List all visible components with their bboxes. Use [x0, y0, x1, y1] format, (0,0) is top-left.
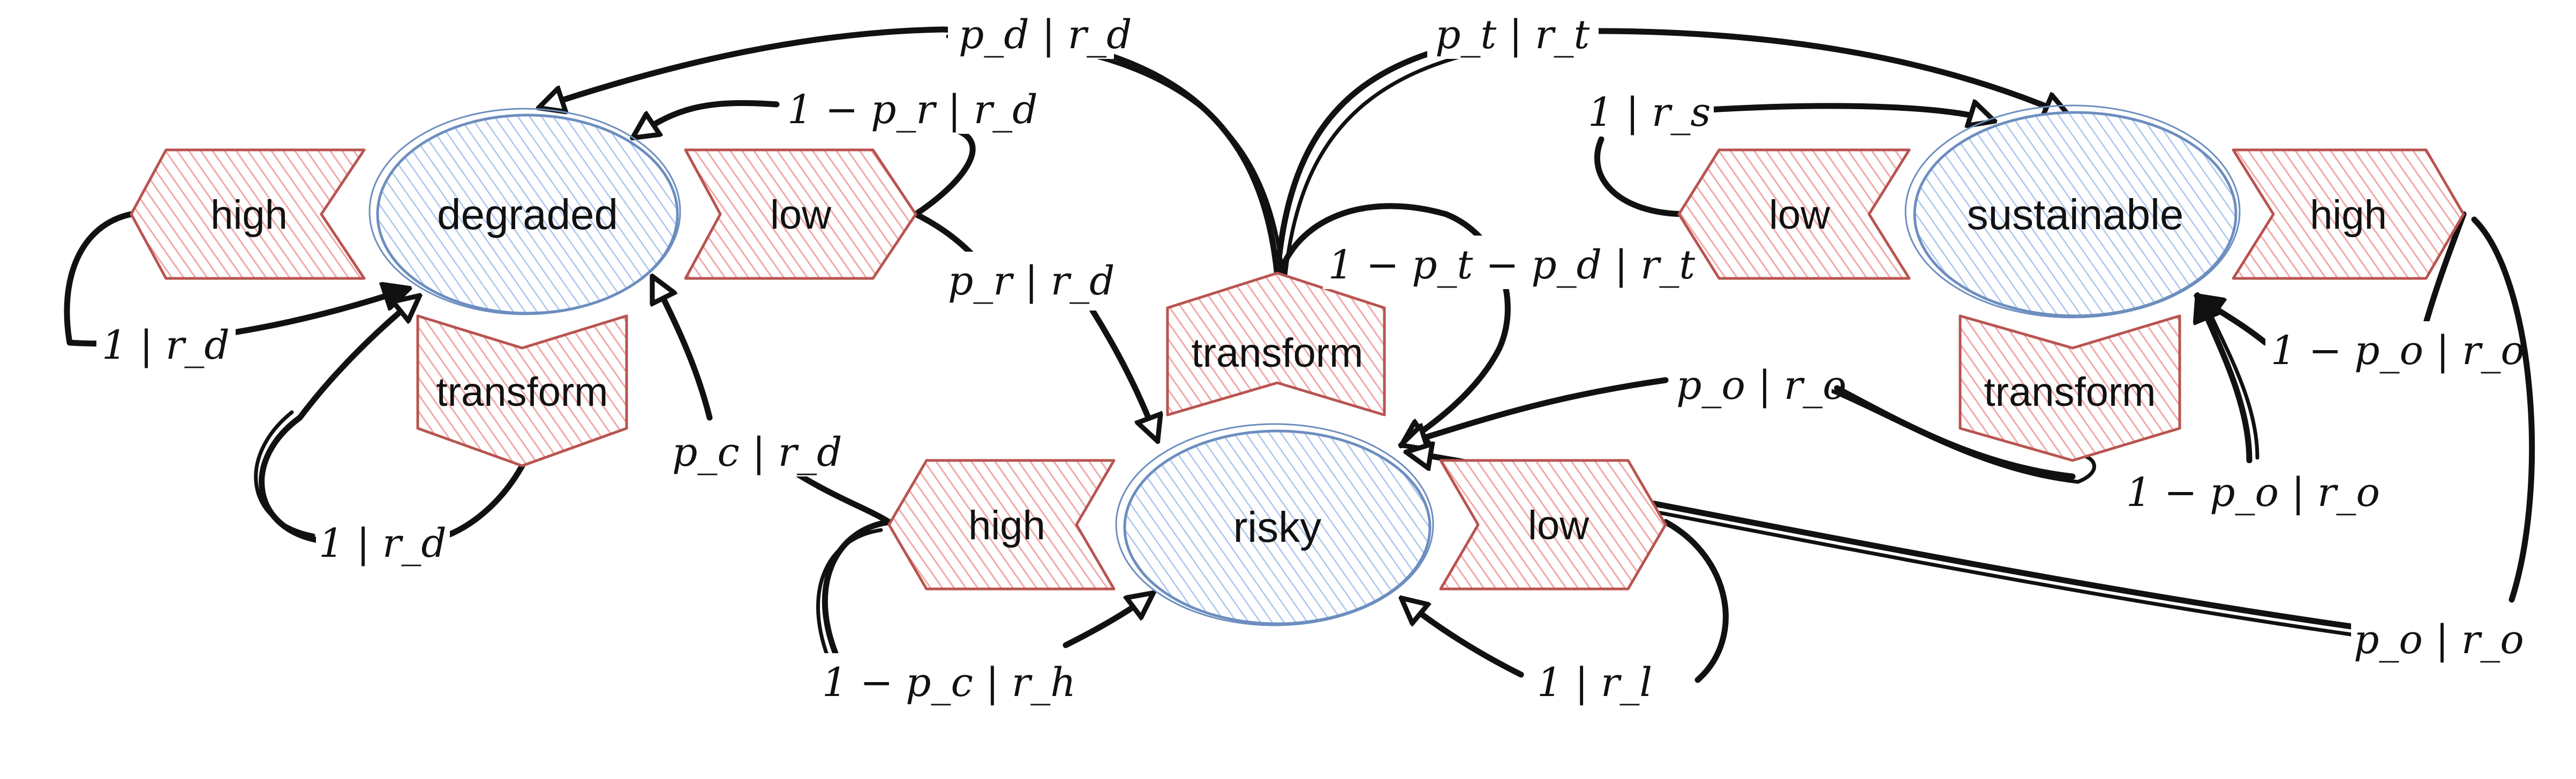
edge-one-minus-pc-arrow — [1063, 594, 1151, 648]
label-one-minus-pr-rd: 1 − p_r | r_d — [787, 87, 1038, 133]
label-one-rd-left: 1 | r_d — [102, 322, 230, 368]
edge-one-minus-po-bottom-b — [2204, 303, 2259, 460]
label-po-ro-top: p_o | r_o — [1676, 362, 1847, 409]
label-pr-rd: p_r | r_d — [948, 258, 1114, 304]
label-one-rd-transform: 1 | r_d — [319, 520, 447, 566]
action-risky-high-label: high — [968, 503, 1045, 548]
action-risky-high[interactable]: high — [887, 459, 1116, 591]
label-one-rl: 1 | r_l — [1537, 660, 1652, 706]
edge-pc-rd-tail — [789, 468, 892, 525]
edge-one-rs-loop — [1594, 136, 1690, 217]
action-degraded-high-label: high — [210, 192, 288, 238]
label-one-minus-po-right: 1 − p_o | r_o — [2271, 328, 2525, 374]
label-one-minus-pc-rh: 1 − p_c | r_h — [822, 660, 1076, 706]
edge-po-ro-top — [1403, 377, 1669, 444]
state-sustainable-label: sustainable — [1967, 191, 2184, 238]
label-one-minus-pt-pd-rt: 1 − p_t − p_d | r_t — [1328, 242, 1695, 288]
label-po-ro-bottom: p_o | r_o — [2354, 617, 2524, 663]
edge-one-rl-arrow — [1403, 600, 1524, 678]
edges — [64, 26, 2535, 683]
edge-po-ro-bottom-long-b — [1594, 498, 2353, 637]
action-sustainable-high[interactable]: high — [2232, 148, 2465, 280]
action-sustainable-low[interactable]: low — [1677, 148, 1911, 280]
edge-one-minus-pc-b — [816, 528, 883, 658]
label-pd-rd: p_d | r_d — [959, 12, 1132, 58]
action-sustainable-transform-label: transform — [1984, 369, 2156, 415]
edge-transform-top-curve — [1277, 203, 1449, 276]
edge-one-minus-pc — [822, 519, 892, 656]
edge-pc-rd — [653, 278, 713, 421]
edge-one-minus-pr-rd — [635, 100, 780, 137]
state-degraded-label: degraded — [437, 191, 618, 238]
action-center-transform-label: transform — [1192, 330, 1364, 376]
label-pc-rd: p_c | r_d — [672, 429, 842, 475]
label-one-minus-po-bottom: 1 − p_o | r_o — [2126, 470, 2380, 516]
edge-po-ro-bottom — [2471, 216, 2535, 603]
action-degraded-transform[interactable]: transform — [416, 314, 628, 467]
action-center-transform[interactable]: transform — [1166, 271, 1386, 417]
action-degraded-low[interactable]: low — [684, 148, 917, 280]
action-risky-low-label: low — [1528, 503, 1590, 548]
edge-one-minus-po-bottom — [2198, 297, 2253, 464]
action-degraded-low-label: low — [770, 192, 832, 238]
action-sustainable-transform[interactable]: transform — [1959, 314, 2181, 462]
action-sustainable-high-label: high — [2310, 192, 2387, 238]
edge-one-rl — [1662, 519, 1729, 683]
edge-po-ro-top-tail2 — [1834, 385, 2076, 480]
edge-one-rd-transform-c — [254, 410, 315, 538]
label-pt-rt: p_t | r_t — [1435, 12, 1590, 58]
label-one-rs: 1 | r_s — [1588, 89, 1711, 135]
action-degraded-high[interactable]: high — [130, 148, 366, 280]
edge-low-loop — [913, 128, 976, 217]
action-sustainable-low-label: low — [1769, 192, 1831, 238]
edge-pd-rd-double — [946, 34, 1285, 278]
action-degraded-transform-label: transform — [436, 369, 608, 415]
state-degraded[interactable]: degraded — [368, 108, 681, 315]
edge-one-rs — [1705, 106, 1992, 120]
edge-labels: p_d | r_d p_t | r_t 1 − p_r | r_d 1 | r_… — [96, 5, 2525, 707]
state-sustainable[interactable]: sustainable — [1904, 104, 2241, 319]
edge-pr-rd-arrow — [1089, 307, 1157, 439]
action-risky-low[interactable]: low — [1439, 459, 1667, 591]
state-risky[interactable]: risky — [1115, 423, 1434, 626]
state-risky-label: risky — [1233, 503, 1321, 551]
